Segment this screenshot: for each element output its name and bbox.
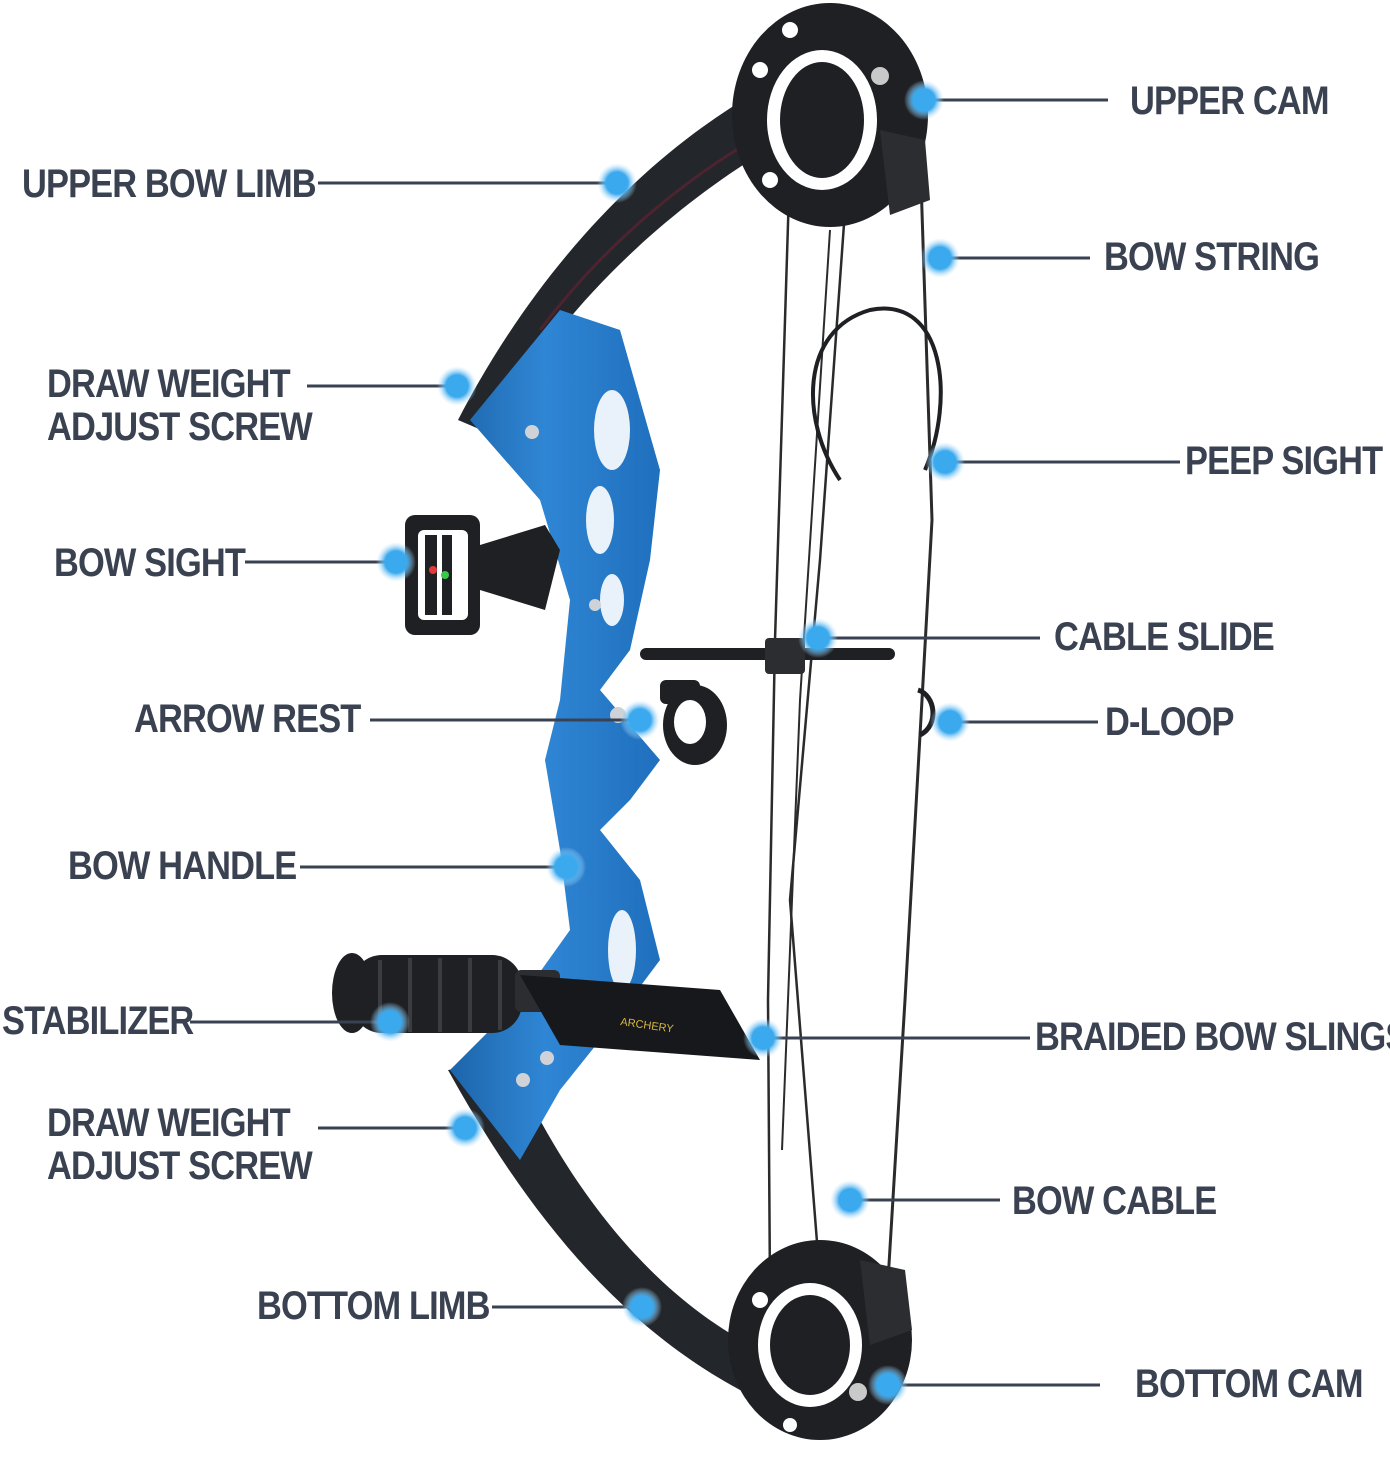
bottom-cam-shape xyxy=(728,1240,912,1440)
marker-bow-string xyxy=(920,238,960,278)
marker-draw-weight-top xyxy=(437,366,477,406)
marker-draw-weight-bottom xyxy=(445,1108,485,1148)
marker-bottom-cam xyxy=(868,1365,908,1405)
bow-sight-shape xyxy=(405,515,560,635)
leader-lines xyxy=(190,98,1180,1387)
marker-peep-sight xyxy=(925,442,965,482)
marker-braided-bow-slings xyxy=(743,1018,783,1058)
marker-bow-sight xyxy=(376,542,416,582)
marker-stabilizer xyxy=(370,1002,410,1042)
marker-upper-cam xyxy=(904,80,944,120)
label-d-loop: D-LOOP xyxy=(1105,700,1234,744)
label-bow-handle: BOW HANDLE xyxy=(68,844,297,888)
d-loop-shape xyxy=(916,687,936,738)
label-braided-bow-slings: BRAIDED BOW SLINGS xyxy=(1035,1015,1390,1059)
marker-d-loop xyxy=(930,702,970,742)
callout-markers xyxy=(370,80,970,1405)
label-peep-sight: PEEP SIGHT xyxy=(1185,439,1383,483)
marker-arrow-rest xyxy=(620,700,660,740)
label-bottom-limb: BOTTOM LIMB xyxy=(257,1284,490,1328)
bottom-limb-shape xyxy=(448,1060,860,1420)
label-upper-cam: UPPER CAM xyxy=(1130,79,1330,123)
marker-bow-cable xyxy=(830,1180,870,1220)
label-draw-weight-bottom: DRAW WEIGHT ADJUST SCREW xyxy=(47,1101,313,1188)
label-draw-weight-top-line2: ADJUST SCREW xyxy=(47,405,313,449)
marker-bow-handle xyxy=(546,847,586,887)
label-draw-weight-bottom-line1: DRAW WEIGHT xyxy=(47,1101,291,1145)
peep-sight-tube xyxy=(810,306,943,482)
label-bow-cable: BOW CABLE xyxy=(1012,1179,1217,1223)
upper-cam-shape xyxy=(732,3,930,227)
label-bow-string: BOW STRING xyxy=(1104,235,1320,279)
label-draw-weight-bottom-line2: ADJUST SCREW xyxy=(47,1144,313,1188)
marker-cable-slide xyxy=(798,618,838,658)
label-draw-weight-top-line1: DRAW WEIGHT xyxy=(47,362,291,406)
label-cable-slide: CABLE SLIDE xyxy=(1054,615,1275,659)
marker-upper-bow-limb xyxy=(597,163,637,203)
cable-slide-shape xyxy=(640,638,895,674)
label-arrow-rest: ARROW REST xyxy=(134,697,361,741)
label-bottom-cam: BOTTOM CAM xyxy=(1135,1362,1364,1406)
arrow-rest-shape xyxy=(610,680,727,765)
label-draw-weight-top: DRAW WEIGHT ADJUST SCREW xyxy=(47,362,313,449)
marker-bottom-limb xyxy=(622,1287,662,1327)
label-stabilizer: STABILIZER xyxy=(2,999,194,1043)
label-bow-sight: BOW SIGHT xyxy=(54,541,246,585)
label-upper-bow-limb: UPPER BOW LIMB xyxy=(22,162,317,206)
bow-sling-shape: ARCHERY xyxy=(520,975,760,1060)
bow-string-lines xyxy=(766,139,934,1381)
